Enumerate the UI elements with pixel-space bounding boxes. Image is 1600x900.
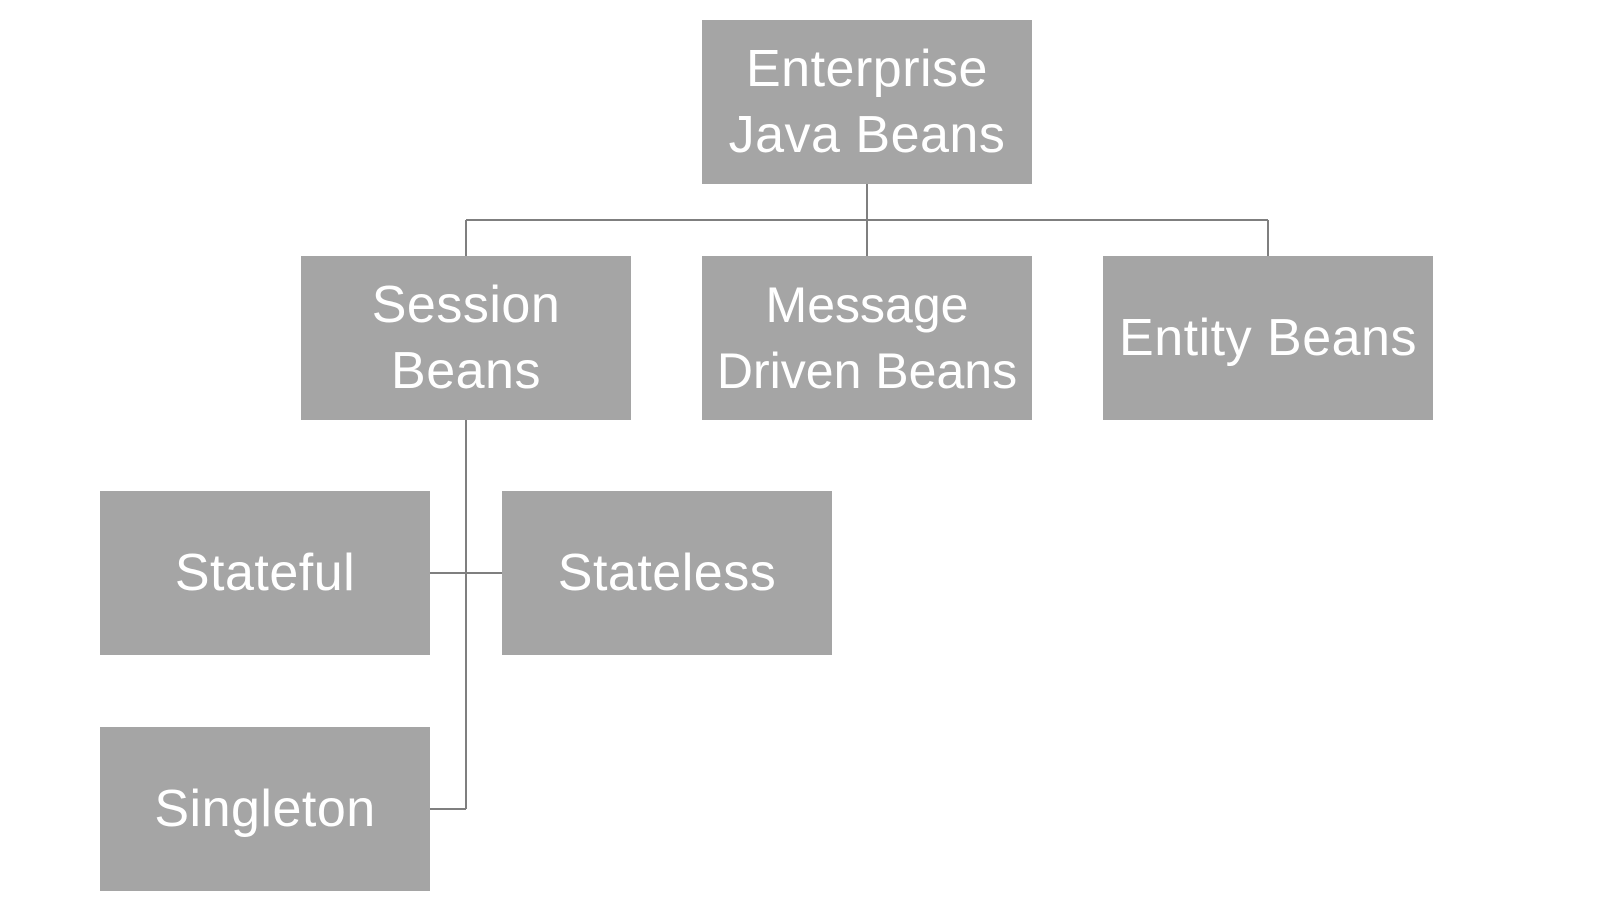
node-session-beans: Session Beans [301, 256, 631, 420]
node-label: Enterprise Java Beans [728, 40, 1006, 164]
node-label: Entity Beans [1119, 309, 1417, 367]
node-label: Singleton [154, 780, 376, 838]
node-stateful: Stateful [100, 491, 430, 655]
node-label: Session Beans [371, 276, 561, 400]
node-enterprise-java-beans: Enterprise Java Beans [702, 20, 1032, 184]
node-label: Stateless [557, 544, 777, 602]
node-label: Message Driven Beans [716, 277, 1018, 399]
node-stateless: Stateless [502, 491, 832, 655]
node-singleton: Singleton [100, 727, 430, 891]
node-message-driven-beans: Message Driven Beans [702, 256, 1032, 420]
node-entity-beans: Entity Beans [1103, 256, 1433, 420]
node-label: Stateful [174, 544, 356, 602]
